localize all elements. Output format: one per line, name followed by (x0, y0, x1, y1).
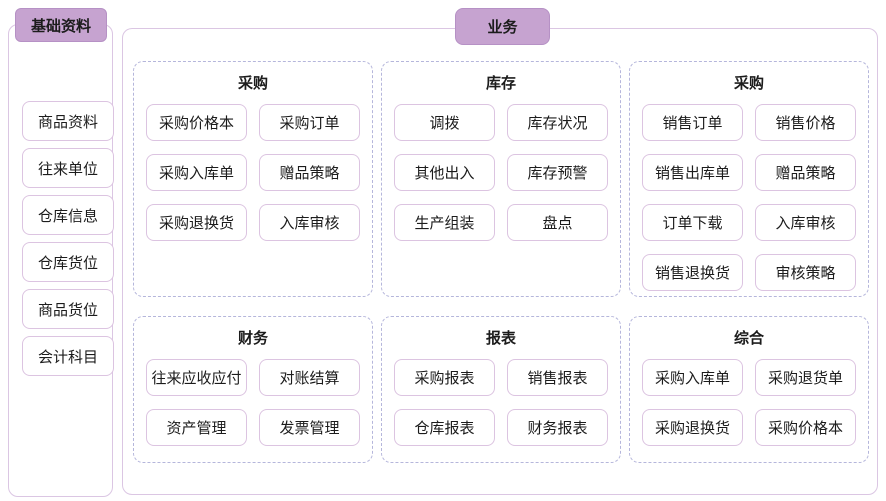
business-header: 业务 (455, 8, 550, 45)
sidebar-item[interactable]: 仓库货位 (22, 242, 114, 282)
module-item[interactable]: 往来应收应付 (146, 359, 247, 396)
module-item[interactable]: 赠品策略 (755, 154, 856, 191)
module-item[interactable]: 采购入库单 (642, 359, 743, 396)
group-general: 综合采购入库单采购退货单采购退换货采购价格本 (629, 316, 869, 463)
module-item[interactable]: 入库审核 (259, 204, 360, 241)
module-item[interactable]: 赠品策略 (259, 154, 360, 191)
group-reports: 报表采购报表销售报表仓库报表财务报表 (381, 316, 621, 463)
group-title: 采购 (733, 75, 764, 92)
main-panel: 采购采购价格本采购订单采购入库单赠品策略采购退换货入库审核库存调拨库存状况其他出… (122, 28, 878, 495)
module-item[interactable]: 仓库报表 (394, 409, 495, 446)
group-purchase: 采购采购价格本采购订单采购入库单赠品策略采购退换货入库审核 (133, 61, 373, 297)
module-item[interactable]: 采购入库单 (146, 154, 247, 191)
module-item[interactable]: 采购订单 (259, 104, 360, 141)
group-items: 采购入库单采购退货单采购退换货采购价格本 (642, 359, 856, 446)
group-items: 采购价格本采购订单采购入库单赠品策略采购退换货入库审核 (146, 104, 360, 241)
module-item[interactable]: 采购退货单 (755, 359, 856, 396)
sidebar-item[interactable]: 往来单位 (22, 148, 114, 188)
module-item[interactable]: 入库审核 (755, 204, 856, 241)
group-title: 库存 (485, 75, 516, 92)
basic-data-header: 基础资料 (15, 8, 107, 42)
module-item[interactable]: 调拨 (394, 104, 495, 141)
module-item[interactable]: 订单下载 (642, 204, 743, 241)
group-items: 销售订单销售价格销售出库单赠品策略订单下载入库审核销售退换货审核策略 (642, 104, 856, 291)
module-item[interactable]: 其他出入 (394, 154, 495, 191)
module-item[interactable]: 库存预警 (507, 154, 608, 191)
group-items: 采购报表销售报表仓库报表财务报表 (394, 359, 608, 446)
sidebar-item[interactable]: 仓库信息 (22, 195, 114, 235)
sidebar-item[interactable]: 商品资料 (22, 101, 114, 141)
module-item[interactable]: 采购退换货 (146, 204, 247, 241)
module-item[interactable]: 库存状况 (507, 104, 608, 141)
module-item[interactable]: 资产管理 (146, 409, 247, 446)
module-item[interactable]: 销售出库单 (642, 154, 743, 191)
module-item[interactable]: 采购价格本 (146, 104, 247, 141)
group-inventory: 库存调拨库存状况其他出入库存预警生产组装盘点 (381, 61, 621, 297)
module-item[interactable]: 盘点 (507, 204, 608, 241)
group-title: 综合 (733, 330, 764, 347)
module-item[interactable]: 对账结算 (259, 359, 360, 396)
group-sales: 采购销售订单销售价格销售出库单赠品策略订单下载入库审核销售退换货审核策略 (629, 61, 869, 297)
module-item[interactable]: 财务报表 (507, 409, 608, 446)
group-items: 往来应收应付对账结算资产管理发票管理 (146, 359, 360, 446)
group-finance: 财务往来应收应付对账结算资产管理发票管理 (133, 316, 373, 463)
group-items: 调拨库存状况其他出入库存预警生产组装盘点 (394, 104, 608, 241)
sidebar-items: 商品资料往来单位仓库信息仓库货位商品货位会计科目 (22, 101, 114, 376)
group-title: 财务 (237, 330, 268, 347)
group-title: 报表 (485, 330, 516, 347)
groups: 采购采购价格本采购订单采购入库单赠品策略采购退换货入库审核库存调拨库存状况其他出… (133, 61, 869, 463)
module-item[interactable]: 销售订单 (642, 104, 743, 141)
module-item[interactable]: 销售价格 (755, 104, 856, 141)
module-item[interactable]: 采购报表 (394, 359, 495, 396)
sidebar-panel: 商品资料往来单位仓库信息仓库货位商品货位会计科目 (8, 24, 114, 497)
module-item[interactable]: 采购退换货 (642, 409, 743, 446)
module-item[interactable]: 销售退换货 (642, 254, 743, 291)
module-item[interactable]: 审核策略 (755, 254, 856, 291)
group-title: 采购 (237, 75, 268, 92)
module-item[interactable]: 生产组装 (394, 204, 495, 241)
module-item[interactable]: 销售报表 (507, 359, 608, 396)
module-item[interactable]: 发票管理 (259, 409, 360, 446)
sidebar-item[interactable]: 会计科目 (22, 336, 114, 376)
sidebar-item[interactable]: 商品货位 (22, 289, 114, 329)
module-item[interactable]: 采购价格本 (755, 409, 856, 446)
